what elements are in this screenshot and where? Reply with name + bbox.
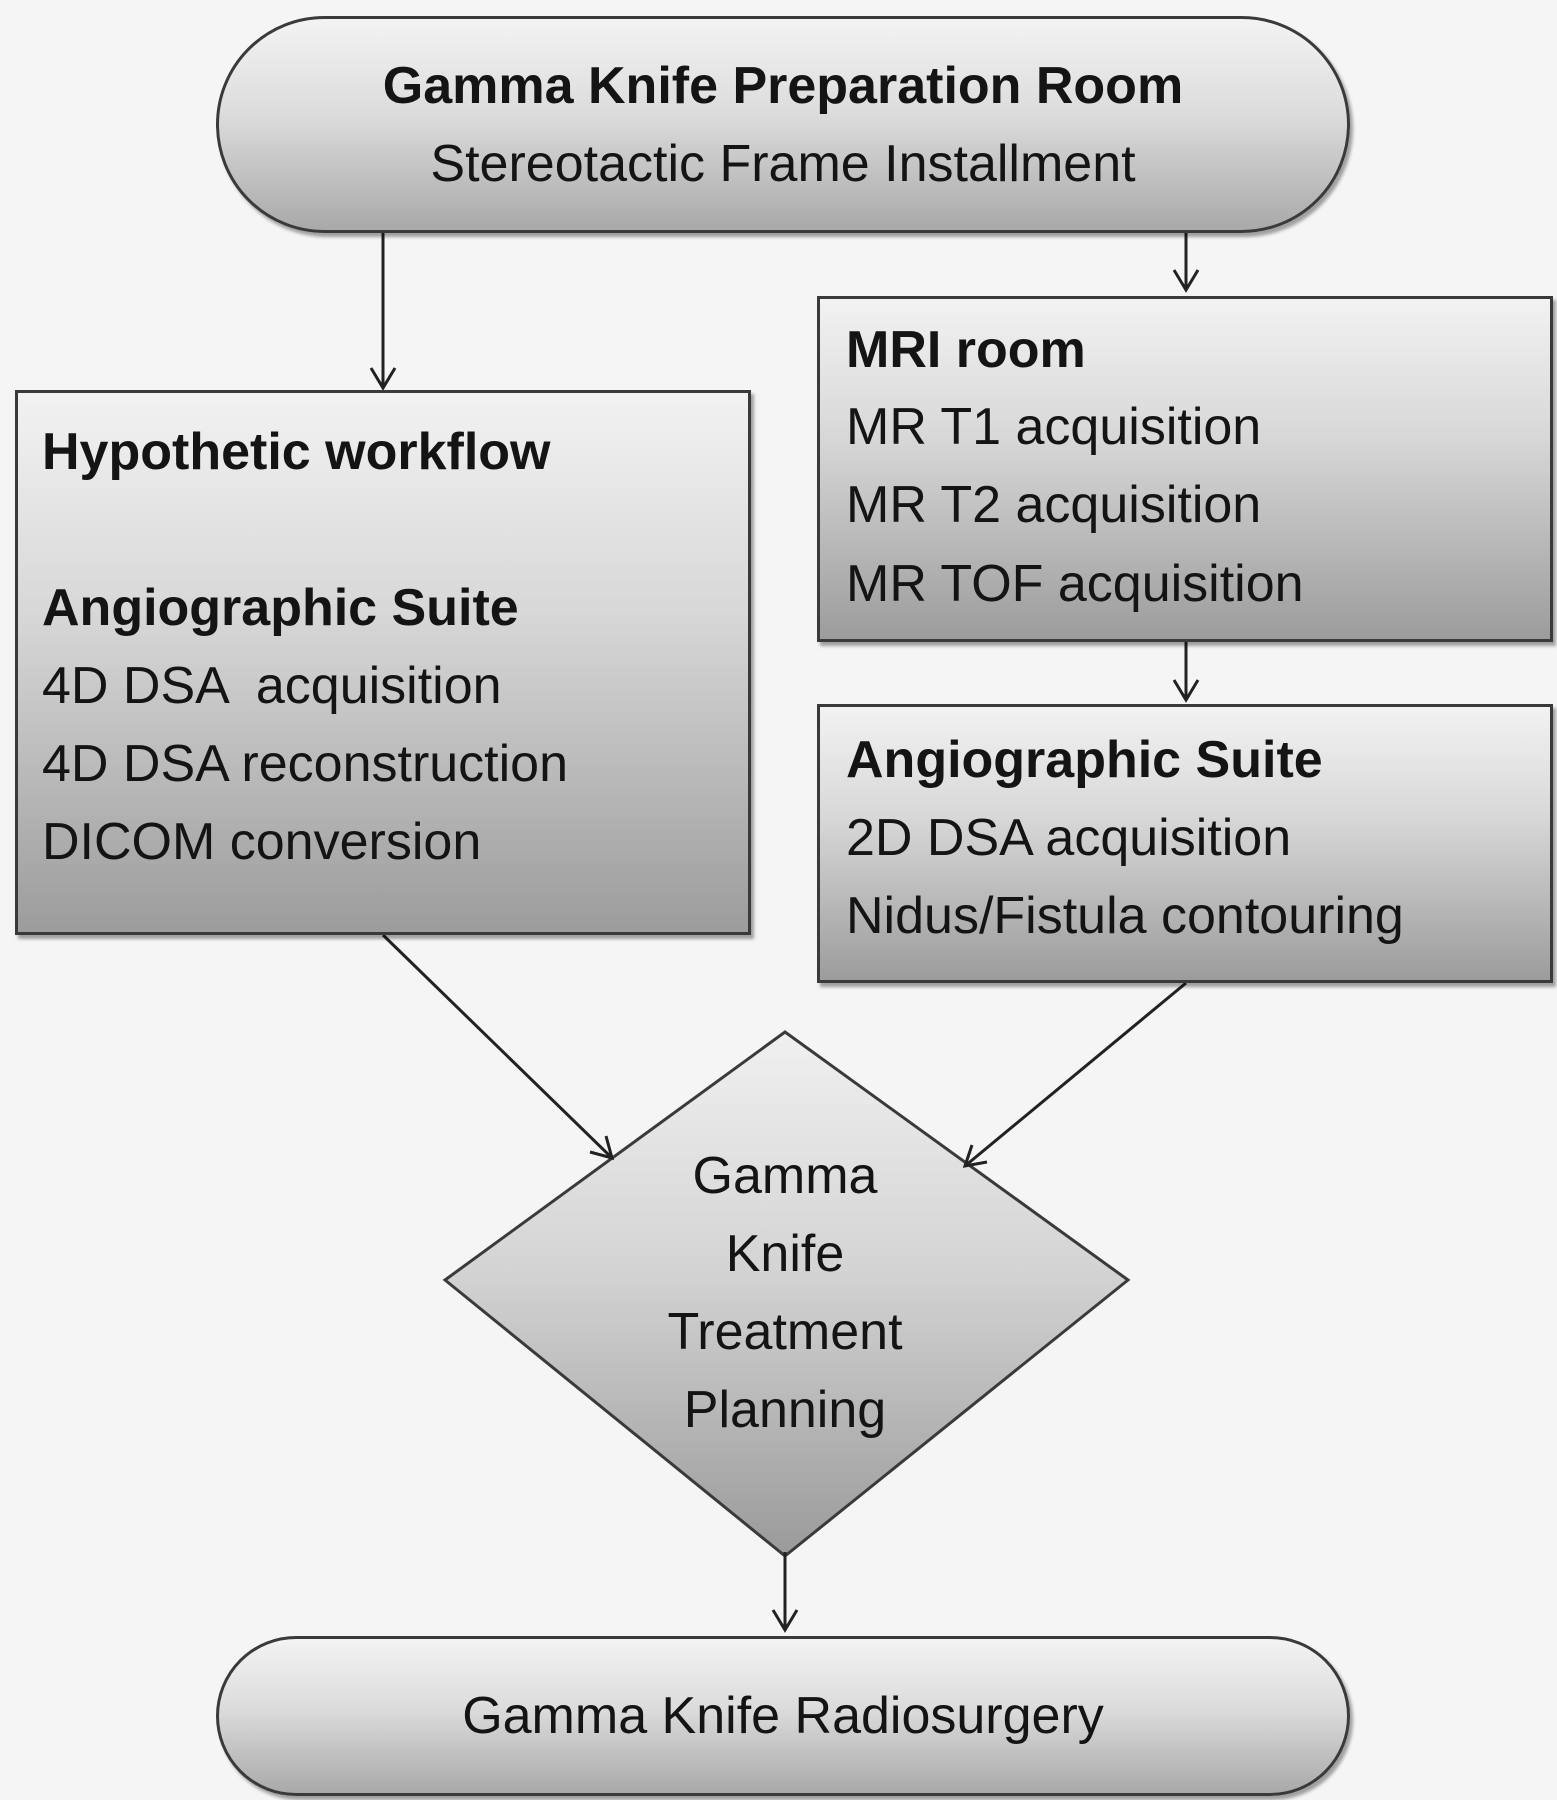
arrow-planning-to-radiosurgery	[771, 1552, 799, 1633]
hypothetic-workflow-node: Hypothetic workflow Angiographic Suite 4…	[15, 390, 751, 935]
angio-step: 2D DSA acquisition	[846, 809, 1292, 867]
preparation-room-node: Gamma Knife Preparation Room Stereotacti…	[216, 16, 1350, 233]
planning-label: Gamma Knife Treatment Planning	[585, 1137, 985, 1449]
mri-step: MR T1 acquisition	[846, 398, 1262, 456]
angiographic-suite-node: Angiographic Suite 2D DSA acquisition Ni…	[817, 704, 1553, 983]
arrow-hypothetic-to-planning	[381, 933, 615, 1161]
mri-step: MR T2 acquisition	[846, 476, 1262, 534]
hypothetic-suite-title: Angiographic Suite	[42, 579, 519, 637]
arrow-prep-to-mri	[1172, 233, 1200, 293]
radiosurgery-title: Gamma Knife Radiosurgery	[462, 1687, 1104, 1745]
mri-title: MRI room	[846, 321, 1086, 379]
angio-title: Angiographic Suite	[846, 731, 1323, 789]
preparation-title: Gamma Knife Preparation Room	[382, 56, 1184, 115]
mri-room-node: MRI room MR T1 acquisition MR T2 acquisi…	[817, 296, 1553, 642]
hypothetic-heading: Hypothetic workflow	[42, 423, 551, 481]
planning-line: Knife	[725, 1225, 845, 1283]
mri-step: MR TOF acquisition	[846, 555, 1304, 613]
angio-step: Nidus/Fistula contouring	[846, 887, 1404, 945]
arrow-mri-to-angio	[1172, 642, 1200, 703]
preparation-subtitle: Stereotactic Frame Installment	[430, 134, 1136, 193]
radiosurgery-node: Gamma Knife Radiosurgery	[216, 1636, 1350, 1796]
planning-line: Gamma	[692, 1147, 878, 1205]
hypothetic-step: 4D DSA reconstruction	[42, 735, 569, 793]
hypothetic-step: 4D DSA acquisition	[42, 657, 502, 715]
arrow-prep-to-hypothetic	[369, 233, 397, 391]
arrow-angio-to-planning	[962, 981, 1187, 1168]
planning-line: Planning	[683, 1381, 887, 1439]
hypothetic-step: DICOM conversion	[42, 813, 482, 871]
planning-line: Treatment	[667, 1303, 903, 1361]
